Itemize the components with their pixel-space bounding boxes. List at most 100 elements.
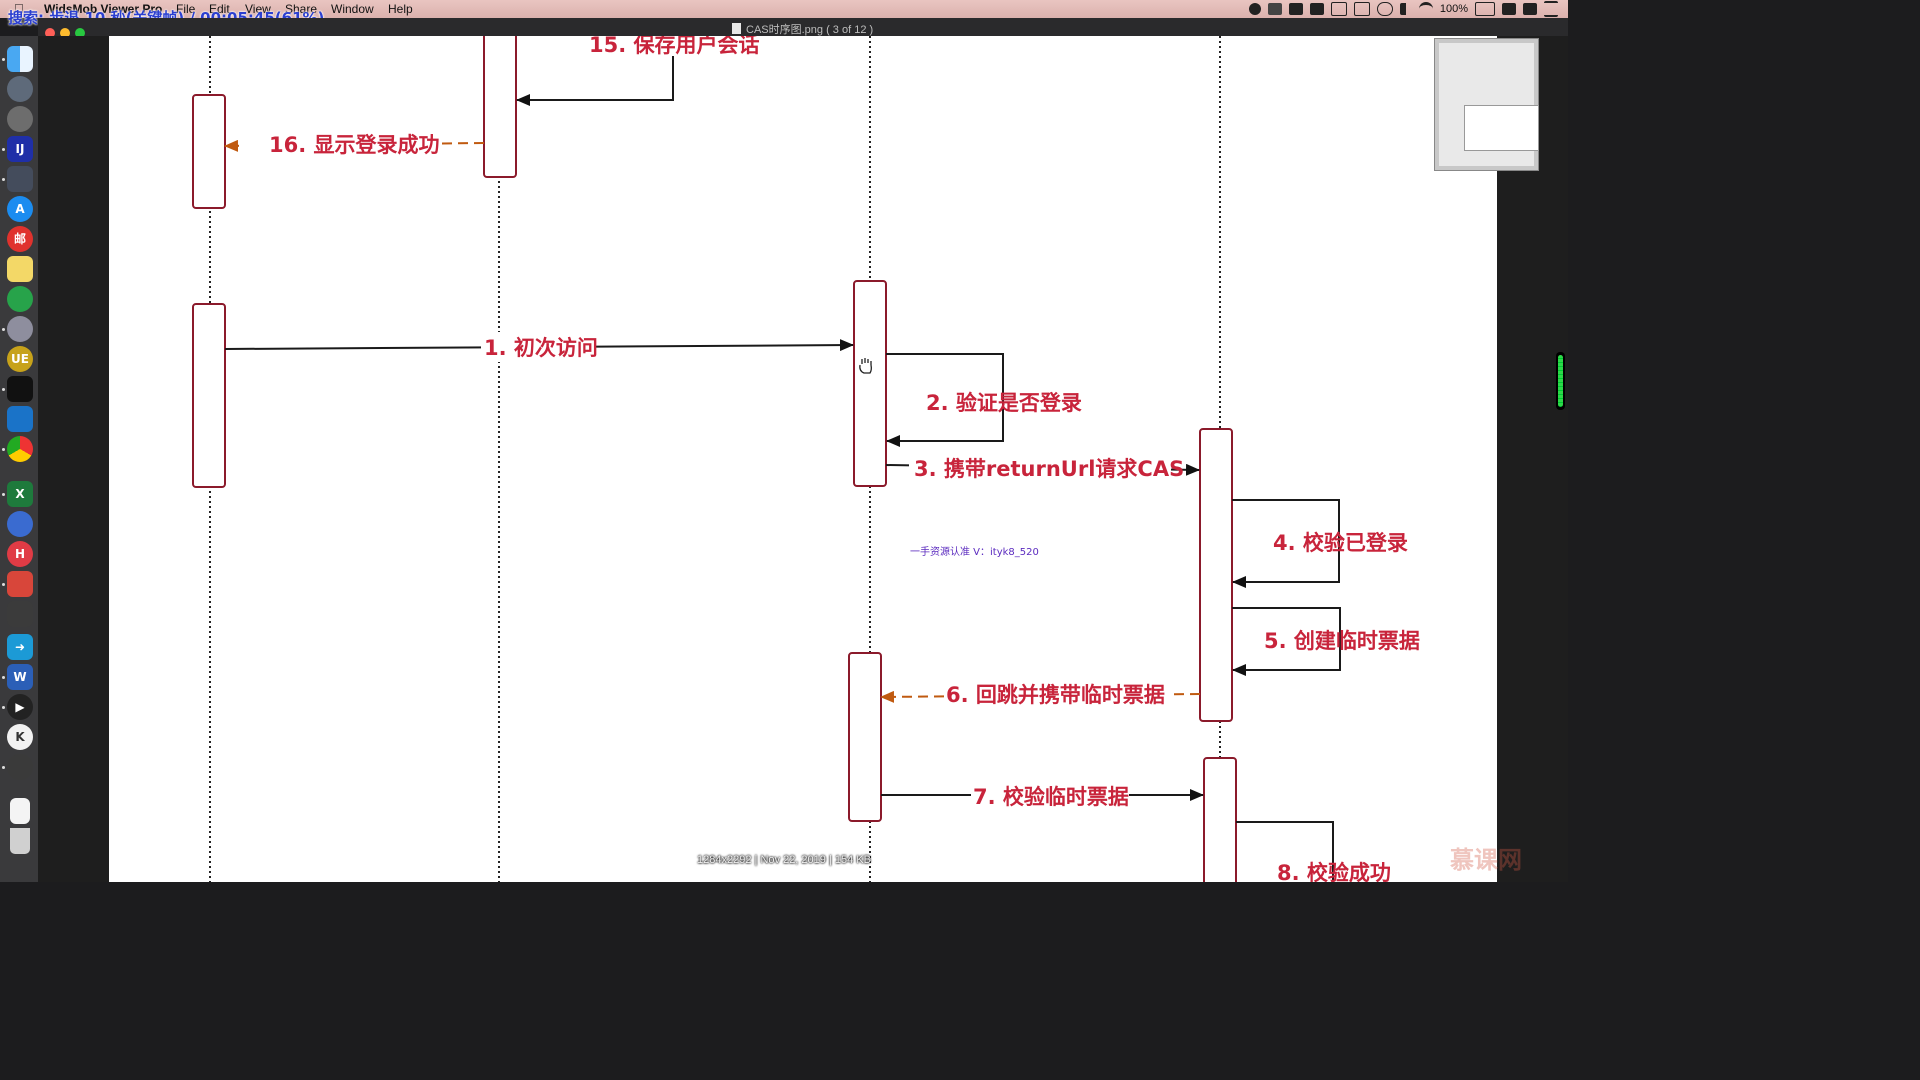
activation-box (853, 280, 887, 487)
arrow-step-4 (1232, 499, 1340, 588)
stickies-icon[interactable] (7, 256, 33, 282)
screenflow-icon[interactable] (7, 571, 33, 597)
excel-icon[interactable]: X (7, 481, 33, 507)
brand-watermark: 慕课网 (1450, 846, 1522, 874)
do-not-disturb-icon[interactable] (1376, 2, 1393, 16)
label-step-16: 16. 显示登录成功 (269, 133, 440, 157)
label-step-15: 15. 保存用户会话 (589, 36, 760, 57)
window-title-text: CAS时序图.png ( 3 of 12 ) (746, 24, 874, 36)
wifi-icon[interactable] (1418, 1, 1433, 17)
running-indicator (2, 583, 5, 586)
viewer-background-left (38, 36, 109, 882)
label-step-1: 1. 初次访问 (484, 336, 598, 360)
layout-icon[interactable] (1309, 3, 1324, 15)
system-preferences-icon[interactable] (7, 106, 33, 132)
image-canvas[interactable]: 15. 保存用户会话 16. 显示登录成功 1. 初次访问 2. 验证是否登录 … (109, 36, 1497, 882)
label-bg-3 (909, 450, 1171, 482)
migrate-icon[interactable]: ➜ (7, 634, 33, 660)
launchpad-icon[interactable] (7, 76, 33, 102)
trash-icon[interactable] (10, 828, 30, 854)
copy-icon[interactable] (1288, 3, 1303, 15)
volume-level-indicator (1556, 352, 1565, 410)
status-area: 100% (1248, 1, 1558, 17)
running-indicator (2, 58, 5, 61)
terminal-icon[interactable] (7, 376, 33, 402)
arrow-step-8 (1236, 821, 1334, 882)
label-bg-7 (971, 780, 1129, 812)
window-titlebar[interactable] (38, 18, 1568, 36)
window-title: CAS时序图.png ( 3 of 12 ) (732, 21, 873, 37)
calendar-icon[interactable] (1353, 2, 1370, 16)
document-icon (732, 23, 741, 34)
word-icon[interactable]: W (7, 664, 33, 690)
label-step-3: 3. 携带returnUrl请求CAS (914, 457, 1184, 481)
k-app-icon[interactable]: K (7, 724, 33, 750)
running-indicator (2, 493, 5, 496)
hand-cursor-icon (859, 358, 872, 374)
evernote-icon[interactable] (7, 286, 33, 312)
menu-share[interactable]: Share (285, 2, 318, 16)
screen-sharing-icon[interactable] (7, 166, 33, 192)
running-indicator (2, 766, 5, 769)
menu-file[interactable]: File (176, 2, 196, 16)
quicktime-icon[interactable]: ▶ (7, 694, 33, 720)
running-indicator (2, 706, 5, 709)
dock: IJ A 邮 UE X H ➜ W ▶ K (0, 36, 38, 882)
label-step-4: 4. 校验已登录 (1273, 531, 1408, 555)
activation-boxes (192, 36, 1237, 882)
running-indicator (2, 448, 5, 451)
resource-watermark-note: 一手资源认准 V：ityk8_520 (910, 545, 1039, 558)
activation-box (1203, 757, 1237, 882)
arrow-step-2 (886, 353, 1004, 447)
camera-icon[interactable] (1330, 2, 1347, 16)
h-app-icon[interactable]: H (7, 541, 33, 567)
menu-view[interactable]: View (245, 2, 271, 16)
menu-help[interactable]: Help (388, 2, 413, 16)
menu-bar:  WidsMob Viewer Pro File Edit View Shar… (0, 0, 1568, 18)
finder-icon[interactable] (7, 46, 33, 72)
grid-app-icon[interactable] (1523, 3, 1537, 15)
chrome-icon[interactable] (7, 436, 33, 462)
label-bg-6 (944, 679, 1172, 711)
menu-window[interactable]: Window (331, 2, 374, 16)
label-step-5: 5. 创建临时票据 (1264, 629, 1420, 653)
status-app-icon[interactable] (1248, 3, 1261, 15)
bug-icon[interactable] (1267, 3, 1282, 15)
running-indicator (2, 676, 5, 679)
palette-icon[interactable] (7, 316, 33, 342)
sequence-diagram: 15. 保存用户会话 16. 显示登录成功 1. 初次访问 2. 验证是否登录 … (192, 36, 1420, 882)
battery-icon[interactable] (1475, 2, 1495, 16)
close-window-button[interactable] (45, 28, 55, 38)
intellij-icon[interactable]: IJ (7, 136, 33, 162)
ultraedit-icon[interactable]: UE (7, 346, 33, 372)
vscode-icon[interactable] (7, 406, 33, 432)
navigator-thumbnail[interactable] (1434, 38, 1539, 171)
window-controls (45, 23, 90, 42)
label-step-6: 6. 回跳并携带临时票据 (946, 683, 1165, 707)
thumbnail-viewport[interactable] (1464, 105, 1539, 151)
minimize-window-button[interactable] (60, 28, 70, 38)
image-info: 1284x2292 | Nov 22, 2019 | 154 KB (697, 854, 871, 866)
level-bars (1558, 355, 1563, 407)
color-sync-icon[interactable] (7, 511, 33, 537)
activation-box (192, 303, 226, 488)
activation-box (192, 94, 226, 209)
mail-app-icon[interactable]: 邮 (7, 226, 33, 252)
control-center-icon[interactable] (1544, 1, 1558, 17)
app-store-icon[interactable]: A (7, 196, 33, 222)
running-indicator (2, 178, 5, 181)
volume-icon[interactable] (1399, 3, 1412, 15)
app-name-menu[interactable]: WidsMob Viewer Pro (44, 2, 163, 16)
menu-edit[interactable]: Edit (209, 2, 230, 16)
activation-box (1199, 428, 1233, 722)
zoom-window-button[interactable] (75, 28, 85, 38)
s-app-icon[interactable] (1502, 3, 1516, 15)
viewer-icon[interactable] (7, 754, 33, 780)
viewer-background-right (1497, 36, 1568, 882)
label-bg-16 (239, 128, 439, 160)
photo-app-icon[interactable] (7, 601, 33, 627)
arrow-step-15 (516, 56, 674, 106)
running-indicator (2, 328, 5, 331)
file-icon[interactable] (10, 798, 30, 824)
apple-menu-icon[interactable]:  (14, 1, 24, 16)
